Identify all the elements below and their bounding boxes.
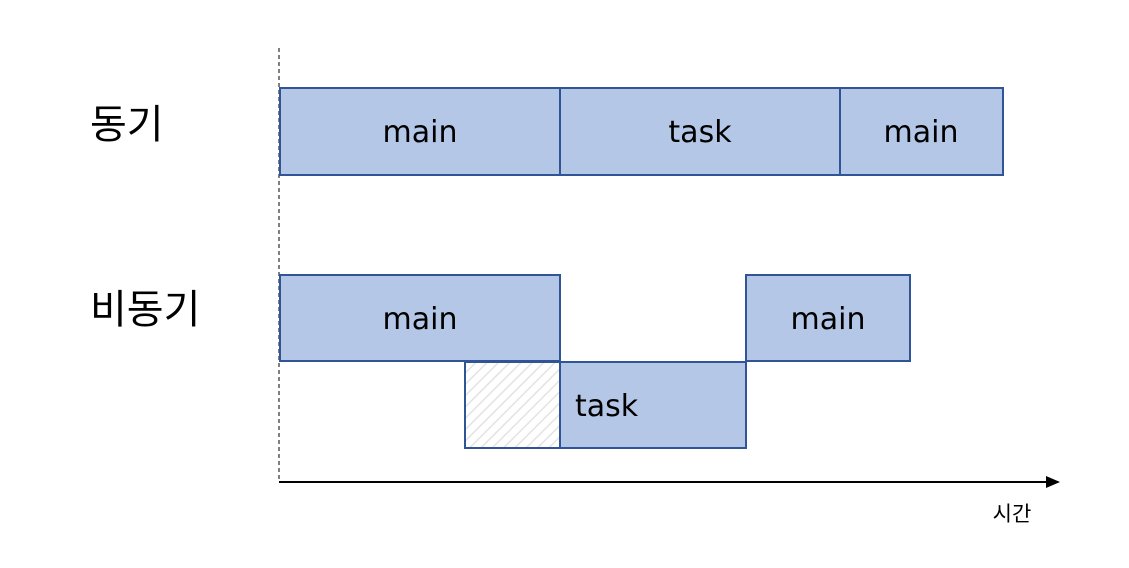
async-main-block-1 [279, 274, 561, 362]
async-main-label-1: main [383, 302, 458, 337]
sync-task-label: task [668, 115, 732, 150]
async-task-label: task [575, 389, 639, 424]
async-task-wait-hatched-block [464, 361, 561, 449]
sync-main-block-2 [839, 87, 1004, 176]
async-row-label: 비동기 [90, 287, 200, 333]
sync-main-label-1: main [383, 115, 458, 150]
async-task-block [559, 361, 747, 449]
sync-task-block [559, 87, 841, 176]
async-main-block-2 [745, 274, 911, 362]
time-axis-label: 시간 [993, 502, 1032, 526]
sync-main-block-1 [279, 87, 561, 176]
async-main-label-2: main [791, 302, 866, 337]
sync-row-label: 동기 [90, 102, 164, 148]
async-timeline: main main task [279, 274, 911, 449]
sync-timeline: main task main [279, 87, 1004, 176]
sync-main-label-2: main [884, 115, 959, 150]
